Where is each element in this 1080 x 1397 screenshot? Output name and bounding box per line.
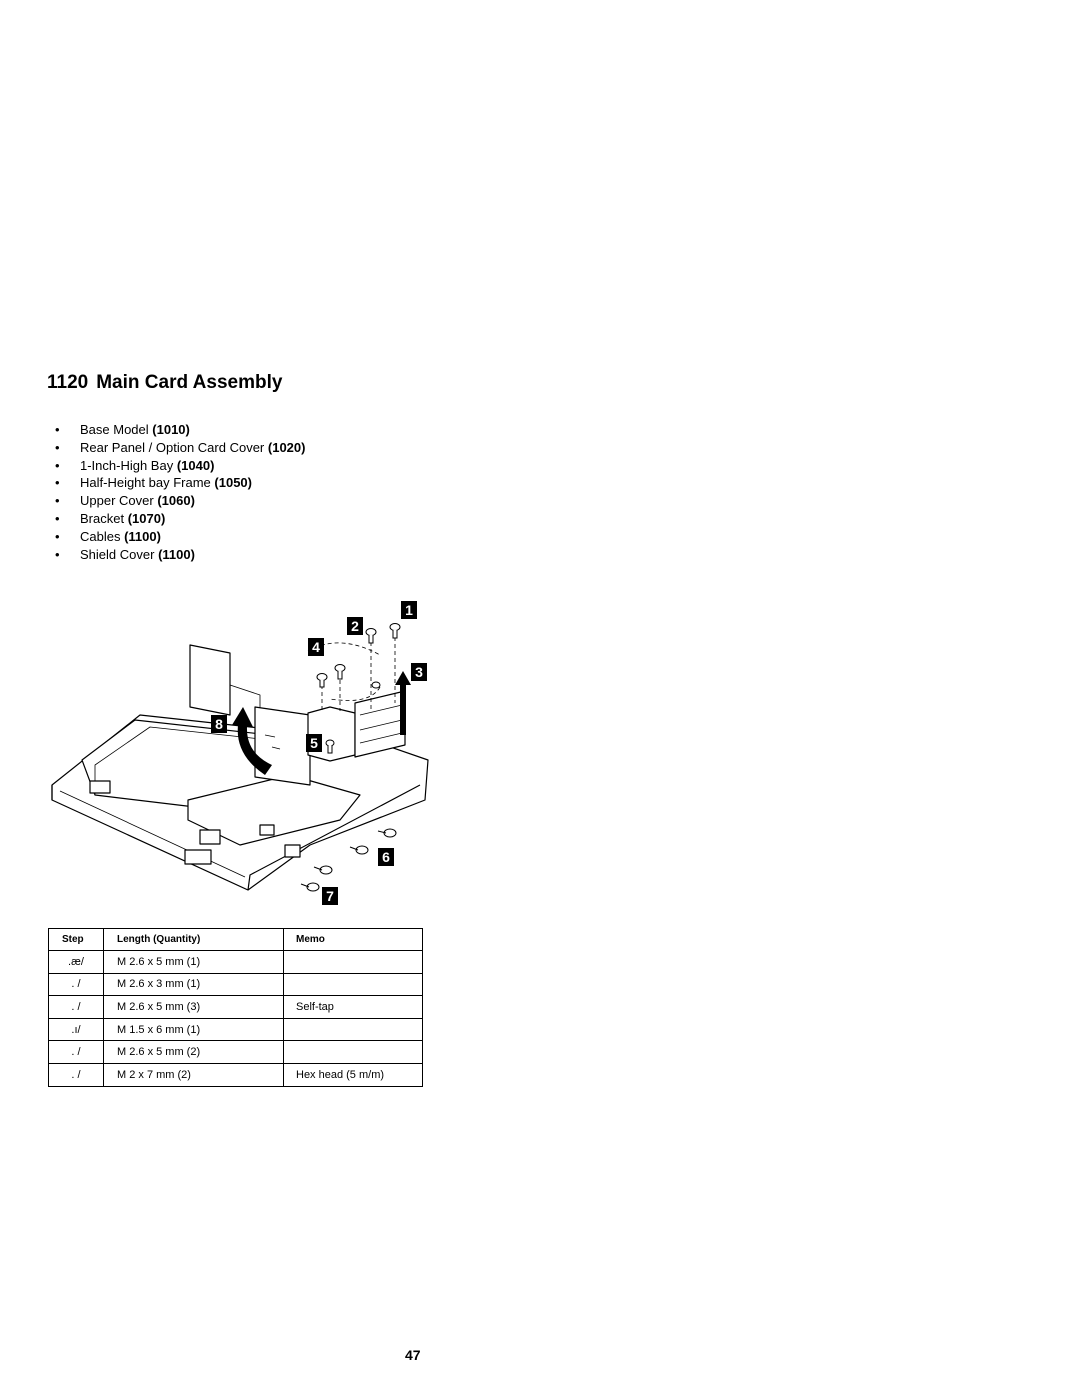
section-title: 1120 Main Card Assembly xyxy=(47,372,282,394)
svg-text:6: 6 xyxy=(382,849,390,865)
column-header-length: Length (Quantity) xyxy=(103,928,284,951)
svg-text:1: 1 xyxy=(405,602,413,618)
length-cell: M 1.5 x 6 mm (1) xyxy=(103,1017,284,1042)
bullet: • xyxy=(55,422,60,437)
svg-text:3: 3 xyxy=(415,664,423,680)
svg-text:8: 8 xyxy=(215,716,223,732)
table-row: . / M 2.6 x 5 mm (3) Self-tap xyxy=(48,995,423,1019)
length-cell: M 2 x 7 mm (2) xyxy=(103,1062,284,1087)
prerequisite-ref: (1070) xyxy=(127,510,166,526)
prerequisite-list: • Base Model (1010) • Rear Panel / Option … xyxy=(55,421,305,563)
table-header-row: Step Length (Quantity) Memo xyxy=(48,928,423,951)
section-number: 1120 xyxy=(47,372,89,393)
step-cell: .æ/ xyxy=(48,950,104,974)
prerequisite-ref: (1010) xyxy=(152,422,190,437)
callout-5: 5 xyxy=(306,734,322,752)
table-row: . / M 2.6 x 3 mm (1) xyxy=(48,972,423,997)
bullet: • xyxy=(55,546,60,562)
screw-table: Step Length (Quantity) Memo .æ/ M 2.6 x … xyxy=(48,928,423,1087)
memo-cell xyxy=(283,1040,423,1064)
callout-2: 2 xyxy=(347,617,363,635)
bullet: • xyxy=(55,528,60,544)
callout-3: 3 xyxy=(411,663,427,681)
memo-cell xyxy=(283,950,423,974)
step-cell: . / xyxy=(48,972,104,997)
prerequisite-ref: (1050) xyxy=(214,475,252,491)
prerequisite-item: • Half-Height bay Frame (1050) xyxy=(55,474,305,492)
rotate-arrow-icon xyxy=(232,707,272,775)
prerequisite-item: • Base Model (1010) xyxy=(55,421,305,439)
page-number: 47 xyxy=(405,1347,421,1363)
step-cell: . / xyxy=(48,1040,104,1064)
prerequisite-label: Rear Panel / Option Card Cover xyxy=(80,439,265,455)
prerequisite-item: • 1-Inch-High Bay (1040) xyxy=(55,457,305,475)
memo-cell: Self-tap xyxy=(283,995,423,1019)
prerequisite-item: • Bracket (1070) xyxy=(55,510,305,528)
table-row: .æ/ M 2.6 x 5 mm (1) xyxy=(48,950,423,974)
bullet: • xyxy=(55,457,60,473)
bullet: • xyxy=(55,493,60,509)
prerequisite-ref: (1100) xyxy=(124,528,161,544)
prerequisite-label: Shield Cover xyxy=(80,546,155,562)
length-cell: M 2.6 x 5 mm (1) xyxy=(103,950,284,974)
step-cell: .ı/ xyxy=(48,1017,104,1042)
bullet: • xyxy=(55,510,60,526)
memo-cell xyxy=(283,972,423,997)
length-cell: M 2.6 x 5 mm (3) xyxy=(103,995,284,1019)
prerequisite-label: 1-Inch-High Bay xyxy=(80,457,174,473)
prerequisite-label: Bracket xyxy=(80,510,125,526)
prerequisite-label: Upper Cover xyxy=(80,493,154,509)
prerequisite-item: • Rear Panel / Option Card Cover (1020) xyxy=(55,439,305,457)
lift-arrow-icon xyxy=(395,671,411,735)
bullet: • xyxy=(55,439,60,455)
section-title-text: Main Card Assembly xyxy=(96,372,283,393)
prerequisite-ref: (1020) xyxy=(267,439,306,455)
prerequisite-item: • Shield Cover (1100) xyxy=(55,546,305,564)
svg-text:5: 5 xyxy=(310,735,318,751)
step-callouts: 1 2 3 4 5 6 7 8 xyxy=(211,601,427,905)
step-cell: . / xyxy=(48,995,104,1019)
callout-1: 1 xyxy=(401,601,417,619)
column-header-step: Step xyxy=(48,928,104,951)
callout-7: 7 xyxy=(322,887,338,905)
prerequisite-ref: (1040) xyxy=(176,457,215,473)
main-card-assembly-illustration: 1 2 3 4 5 6 7 8 xyxy=(51,601,429,905)
svg-text:4: 4 xyxy=(312,639,320,655)
bullet: • xyxy=(55,475,60,491)
callout-4: 4 xyxy=(308,638,324,656)
length-cell: M 2.6 x 3 mm (1) xyxy=(103,972,284,997)
prerequisite-item: • Upper Cover (1060) xyxy=(55,492,305,510)
table-row: . / M 2 x 7 mm (2) Hex head (5 m/m) xyxy=(48,1062,423,1087)
step-cell: . / xyxy=(48,1062,104,1087)
callout-6: 6 xyxy=(378,848,394,866)
table-row: .ı/ M 1.5 x 6 mm (1) xyxy=(48,1017,423,1042)
callout-8: 8 xyxy=(211,715,227,733)
prerequisite-label: Half-Height bay Frame xyxy=(80,475,211,491)
memo-cell: Hex head (5 m/m) xyxy=(283,1062,423,1087)
prerequisite-item: • Cables (1100) xyxy=(55,528,305,546)
memo-cell xyxy=(283,1017,423,1042)
prerequisite-ref: (1100) xyxy=(158,546,195,562)
svg-text:7: 7 xyxy=(326,888,334,904)
length-cell: M 2.6 x 5 mm (2) xyxy=(103,1040,284,1064)
column-header-memo: Memo xyxy=(283,928,423,951)
prerequisite-label: Cables xyxy=(80,528,121,544)
prerequisite-label: Base Model xyxy=(80,422,149,437)
svg-text:2: 2 xyxy=(351,618,359,634)
prerequisite-ref: (1060) xyxy=(157,493,195,509)
table-row: . / M 2.6 x 5 mm (2) xyxy=(48,1040,423,1064)
